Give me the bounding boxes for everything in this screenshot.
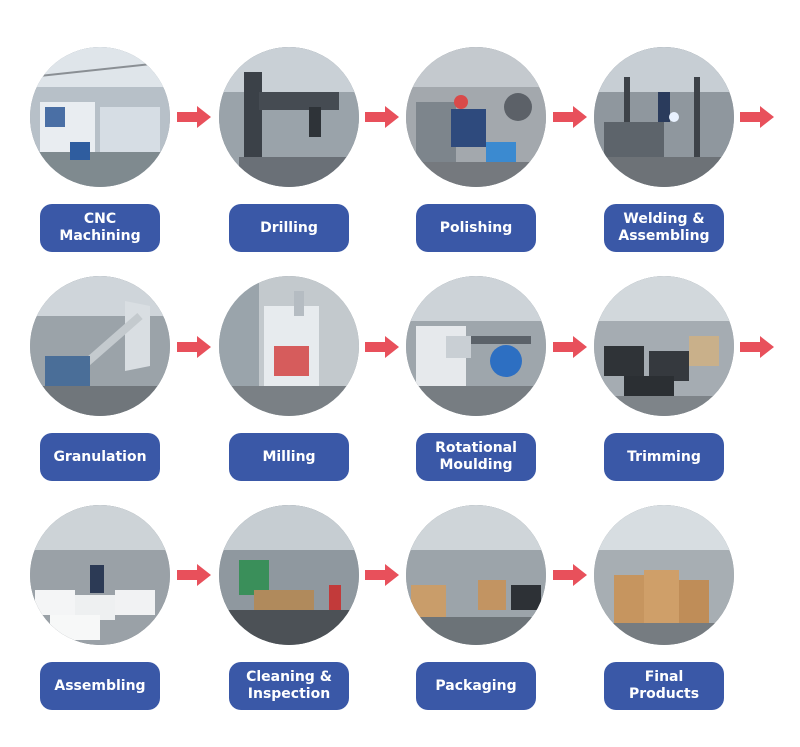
arrow-right-icon	[365, 564, 399, 586]
trimming-workshop-photo	[594, 276, 734, 416]
arrow-right-icon	[365, 106, 399, 128]
packaging-photo	[406, 505, 546, 645]
welding-worker-photo	[594, 47, 734, 187]
arrow-right-icon	[553, 106, 587, 128]
arrow-right-icon	[740, 106, 774, 128]
step-label: Cleaning & Inspection	[229, 662, 349, 710]
arrow-right-icon	[177, 106, 211, 128]
cleaning-inspection-photo	[219, 505, 359, 645]
final-products-photo	[594, 505, 734, 645]
milling-machine-photo	[219, 276, 359, 416]
step-label: Polishing	[416, 204, 536, 252]
step-label: Rotational Moulding	[416, 433, 536, 481]
step-label: Assembling	[40, 662, 160, 710]
assembling-workshop-photo	[30, 505, 170, 645]
arrow-right-icon	[553, 336, 587, 358]
cnc-machine-photo	[30, 47, 170, 187]
step-label: Welding & Assembling	[604, 204, 724, 252]
step-label: Milling	[229, 433, 349, 481]
arrow-right-icon	[365, 336, 399, 358]
arrow-right-icon	[553, 564, 587, 586]
arrow-right-icon	[177, 336, 211, 358]
drilling-machine-photo	[219, 47, 359, 187]
step-label: Packaging	[416, 662, 536, 710]
polishing-worker-photo	[406, 47, 546, 187]
step-label: Drilling	[229, 204, 349, 252]
arrow-right-icon	[177, 564, 211, 586]
step-label: Final Products	[604, 662, 724, 710]
rotational-moulding-photo	[406, 276, 546, 416]
step-label: Trimming	[604, 433, 724, 481]
arrow-right-icon	[740, 336, 774, 358]
step-label: Granulation	[40, 433, 160, 481]
step-label: CNC Machining	[40, 204, 160, 252]
granulation-machine-photo	[30, 276, 170, 416]
